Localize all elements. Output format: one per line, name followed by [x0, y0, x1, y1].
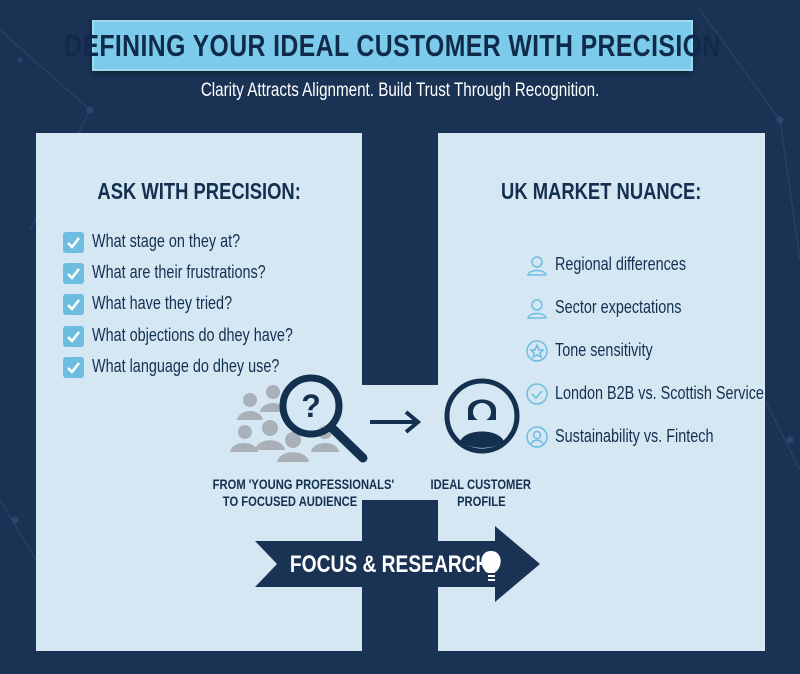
user-circle-icon	[526, 426, 548, 448]
star-circle-icon	[526, 340, 548, 362]
ideal-customer-icon	[444, 378, 520, 454]
title-banner: DEFINING YOUR IDEAL CUSTOMER WITH PRECIS…	[64, 20, 720, 71]
crowd-icon	[230, 385, 339, 462]
panel-connector	[360, 385, 440, 500]
lightbulb-icon	[481, 550, 501, 581]
arrow-right-icon	[370, 410, 422, 434]
checkbox-checked-icon	[63, 294, 84, 315]
question-mark-icon: ?	[301, 388, 321, 424]
user-icon	[527, 299, 547, 319]
checkbox-checked-icon	[63, 357, 84, 378]
subtitle: Clarity Attracts Alignment. Build Trust …	[200, 80, 600, 101]
focus-research-banner	[255, 526, 540, 602]
to-caption: IDEAL CUSTOMER PROFILE	[430, 476, 532, 509]
checkbox-checked-icon	[63, 326, 84, 347]
page-title: DEFINING YOUR IDEAL CUSTOMER WITH PRECIS…	[64, 27, 721, 63]
check-circle-icon	[526, 383, 548, 405]
from-caption: FROM 'YOUNG PROFESSIONALS' TO FOCUSED AU…	[212, 476, 395, 509]
banner-label: FOCUS & RESEARCH	[289, 551, 490, 578]
crowd-magnifier-icon: ?	[230, 374, 368, 463]
user-icon	[527, 256, 547, 276]
checkbox-checked-icon	[63, 263, 84, 284]
left-heading: ASK WITH PRECISION:	[97, 178, 301, 204]
right-heading: UK MARKET NUANCE:	[501, 178, 702, 204]
checkbox-checked-icon	[63, 232, 84, 253]
